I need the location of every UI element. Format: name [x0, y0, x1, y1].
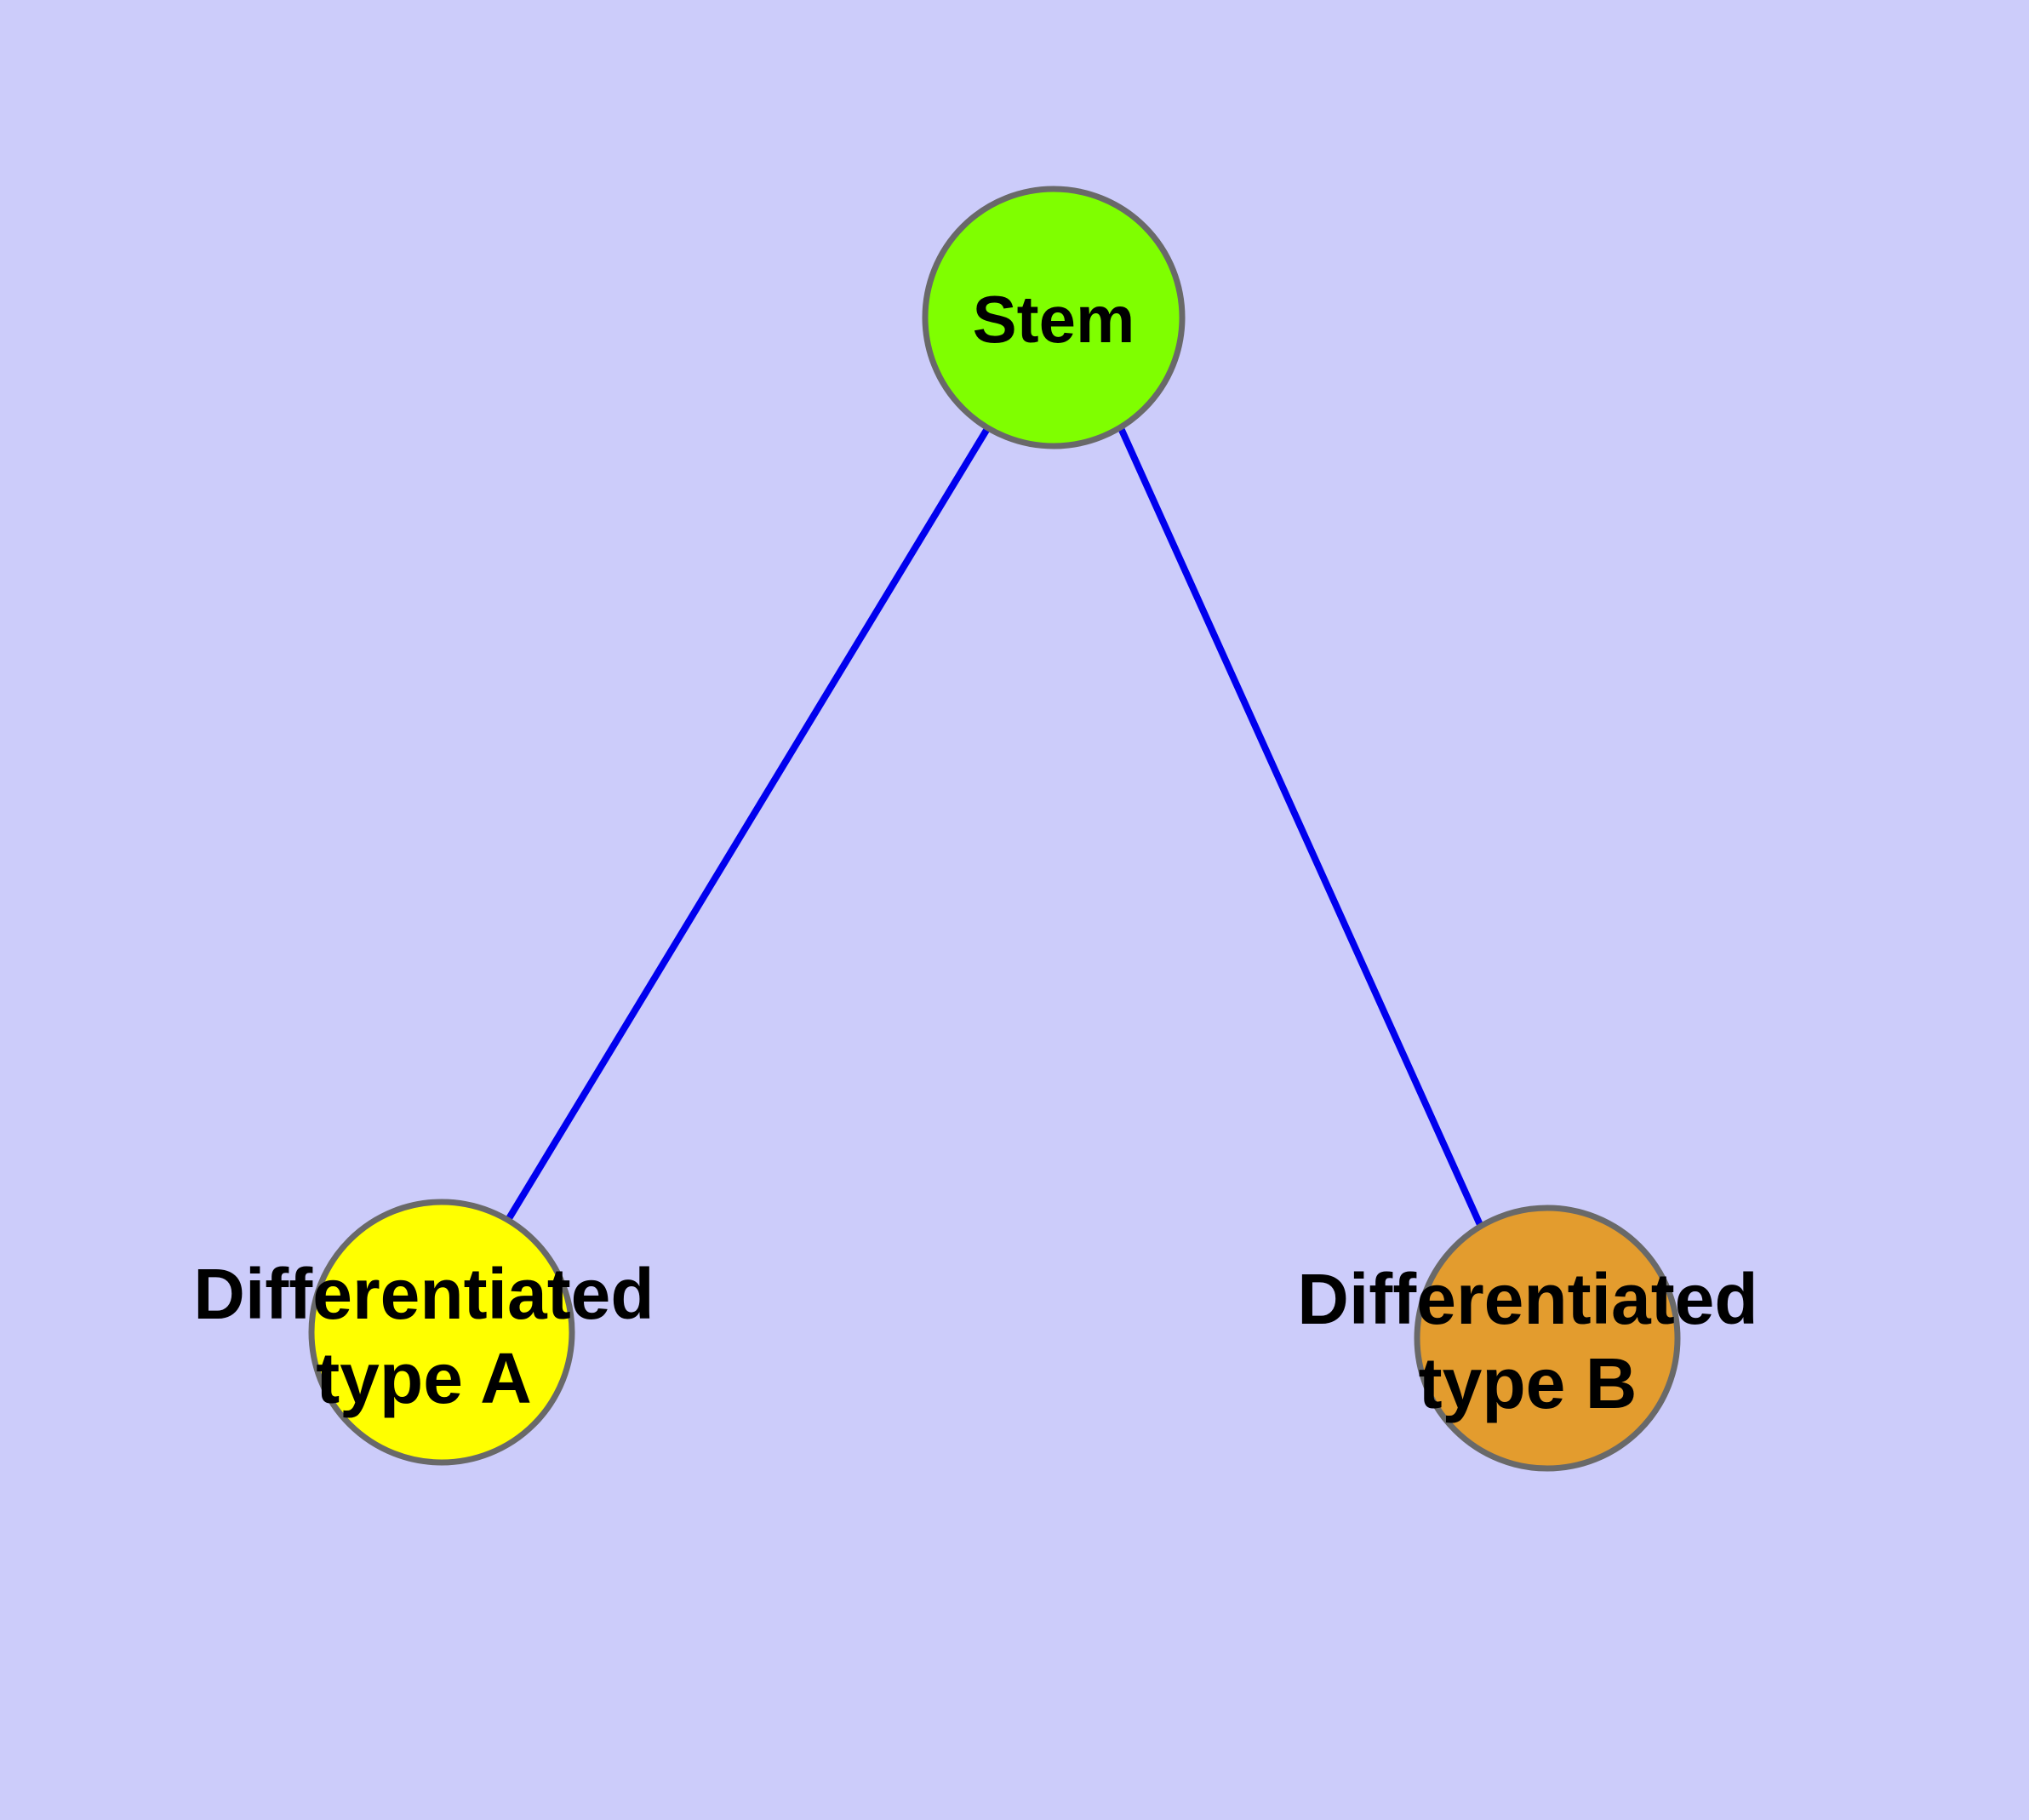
nodes-layer	[308, 186, 1681, 1472]
edges-layer	[505, 425, 1484, 1228]
edge-stem-to-diff-b[interactable]	[1117, 426, 1484, 1228]
node-diff-b[interactable]	[1414, 1205, 1681, 1472]
edge-stem-to-diff-a[interactable]	[505, 425, 992, 1222]
node-stem[interactable]	[922, 186, 1186, 449]
node-diff-a[interactable]	[308, 1199, 575, 1466]
